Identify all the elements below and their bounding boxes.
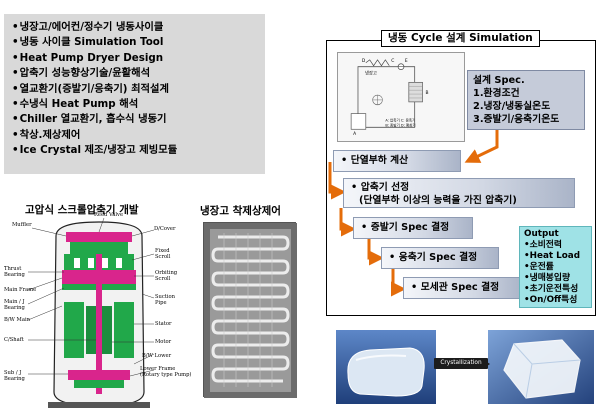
pipe-line: [357, 66, 416, 118]
ice-crystallization-figure: [336, 330, 594, 404]
expansion-valve-icon: [397, 63, 405, 70]
evaporator-unit-icon: [408, 81, 423, 103]
label-motor: Motor: [155, 339, 172, 345]
schematic-label: E: [405, 58, 408, 64]
compressor-title: 고압식 스크롤압축기 개발: [25, 204, 139, 216]
feature-item: 압축기 성능향상기술/윤활해석: [12, 66, 259, 81]
feature-item: 냉동 사이클 Simulation Tool: [12, 35, 259, 50]
flow-arrow: [339, 208, 356, 237]
schematic-legend: A: 압축기 C: 응축기: [385, 117, 415, 122]
label-main-frame: Main Frame: [4, 287, 37, 293]
feature-item: 착상.제상제어: [12, 128, 259, 143]
simulation-title: 냉동 Cycle 설계 Simulation: [381, 30, 540, 47]
step-label: 모세관 Spec 결정: [420, 282, 500, 293]
feature-item: 냉장고/에어컨/정수기 냉동사이클: [12, 20, 259, 35]
pipe-line: [365, 101, 416, 128]
step-bullet: •: [361, 222, 371, 233]
label-muffler: Muffler: [12, 222, 32, 228]
flow-arrow: [328, 162, 346, 200]
output-item: •냉매봉입량: [524, 273, 571, 283]
label-sub-j-bearing: Sub / J Bearing: [4, 370, 25, 382]
output-box: Output •소비전력 •Heat Load •운전률 •냉매봉입량 •초기운…: [519, 226, 592, 308]
clear-ice-icon: [503, 339, 581, 399]
step-bullet: •: [341, 155, 351, 166]
spec-item: 3.증발기/응축기온도: [473, 114, 560, 125]
label-orbiting-scroll: Orbiting Scroll: [155, 270, 178, 282]
feature-item: Heat Pump Dryer Design: [12, 51, 259, 66]
label-stator: Stator: [155, 321, 172, 327]
evaporator-title: 냉장고 착제상제어: [200, 205, 281, 217]
schematic-label: C: [391, 58, 394, 64]
flow-arrow: [391, 269, 406, 297]
schematic-label: A: [353, 131, 356, 137]
label-bw-lower: B/W Lower: [142, 353, 172, 359]
feature-item: 수냉식 Heat Pump 해석: [12, 97, 259, 112]
output-item: •소비전력: [524, 240, 562, 250]
fan-icon: [372, 94, 383, 106]
label-reed-valve: Reed Valve: [94, 212, 124, 218]
label-fixed-scroll: Fixed Scroll: [155, 248, 171, 260]
spec-item: 2.냉장/냉동실온도: [473, 101, 551, 112]
output-item: •On/Off특성: [524, 295, 578, 305]
flow-arrow: [367, 239, 384, 266]
step-label: 증발기 Spec 결정: [370, 222, 450, 233]
schematic-legend: B: 증발기 D: 팽창기: [385, 122, 415, 127]
spec-item: 1.환경조건: [473, 88, 520, 99]
step-label: 단열부하 계산: [350, 155, 409, 166]
step-bullet: •: [411, 282, 421, 293]
label-thrust-bearing: Thrust Bearing: [4, 266, 25, 278]
step-bullet: •: [389, 252, 399, 263]
cycle-schematic: 냉장고 A B C D E A: 압축기 C: 응축기 B: 증발기 D: 팽창…: [337, 52, 465, 142]
output-item: •운전률: [524, 262, 554, 272]
step-label: 응축기 Spec 결정: [398, 252, 478, 263]
feature-item: Ice Crystal 제조/냉장고 제빙모듈: [12, 143, 259, 158]
feature-item: Chiller 열교환기, 흡수식 냉동기: [12, 112, 259, 127]
output-item: •Heat Load: [524, 251, 581, 261]
output-title: Output: [524, 229, 559, 239]
feature-list: 냉장고/에어컨/정수기 냉동사이클 냉동 사이클 Simulation Tool…: [4, 14, 265, 174]
evaporator-photo: [203, 222, 297, 398]
step-evaporator: • 증발기 Spec 결정: [353, 217, 473, 239]
schematic-label: D: [362, 58, 366, 64]
label-suction-pipe: Suction Pipe: [155, 294, 176, 306]
label-main-j-bearing: Main / J Bearing: [4, 299, 25, 311]
step-heat-load: • 단열부하 계산: [333, 150, 461, 172]
label-lower-frame: Lower Frame (Rotary type Pump): [140, 366, 192, 378]
spec-title: 설계 Spec.: [473, 75, 525, 86]
design-spec-box: 설계 Spec. 1.환경조건 2.냉장/냉동실온도 3.증발기/응축기온도: [467, 70, 585, 130]
schematic-side-label: 냉장고: [365, 70, 377, 77]
label-c-shaft: C/Shaft: [4, 337, 24, 343]
condenser-coil-icon: [365, 59, 390, 67]
crystallization-label: Crystallization: [434, 358, 488, 369]
label-d-cover: D/Cover: [154, 226, 176, 232]
output-item: •초기운전특성: [524, 284, 579, 294]
cloudy-ice-icon: [347, 347, 425, 397]
feature-item: 열교환기(증발기/응축기) 최적설계: [12, 82, 259, 97]
step-compressor: • 압축기 선정 (단열부하 이상의 능력을 가진 압축기): [343, 178, 575, 208]
scroll-compressor-figure: Muffler Reed Valve D/Cover Fixed Scroll …: [4, 212, 192, 414]
step-bullet: •: [351, 182, 361, 193]
compressor-cutaway-icon: [27, 217, 155, 408]
step-sublabel: (단열부하 이상의 능력을 가진 압축기): [359, 195, 517, 206]
flow-arrow: [464, 130, 499, 163]
step-condenser: • 응축기 Spec 결정: [381, 247, 499, 269]
schematic-label: B: [425, 90, 428, 96]
step-capillary: • 모세관 Spec 결정: [403, 277, 523, 299]
frosted-evaporator-icon: [204, 223, 297, 398]
step-label: 압축기 선정: [360, 182, 410, 193]
compressor-icon: [350, 113, 367, 130]
label-bw-main: B/W Main: [4, 317, 30, 323]
